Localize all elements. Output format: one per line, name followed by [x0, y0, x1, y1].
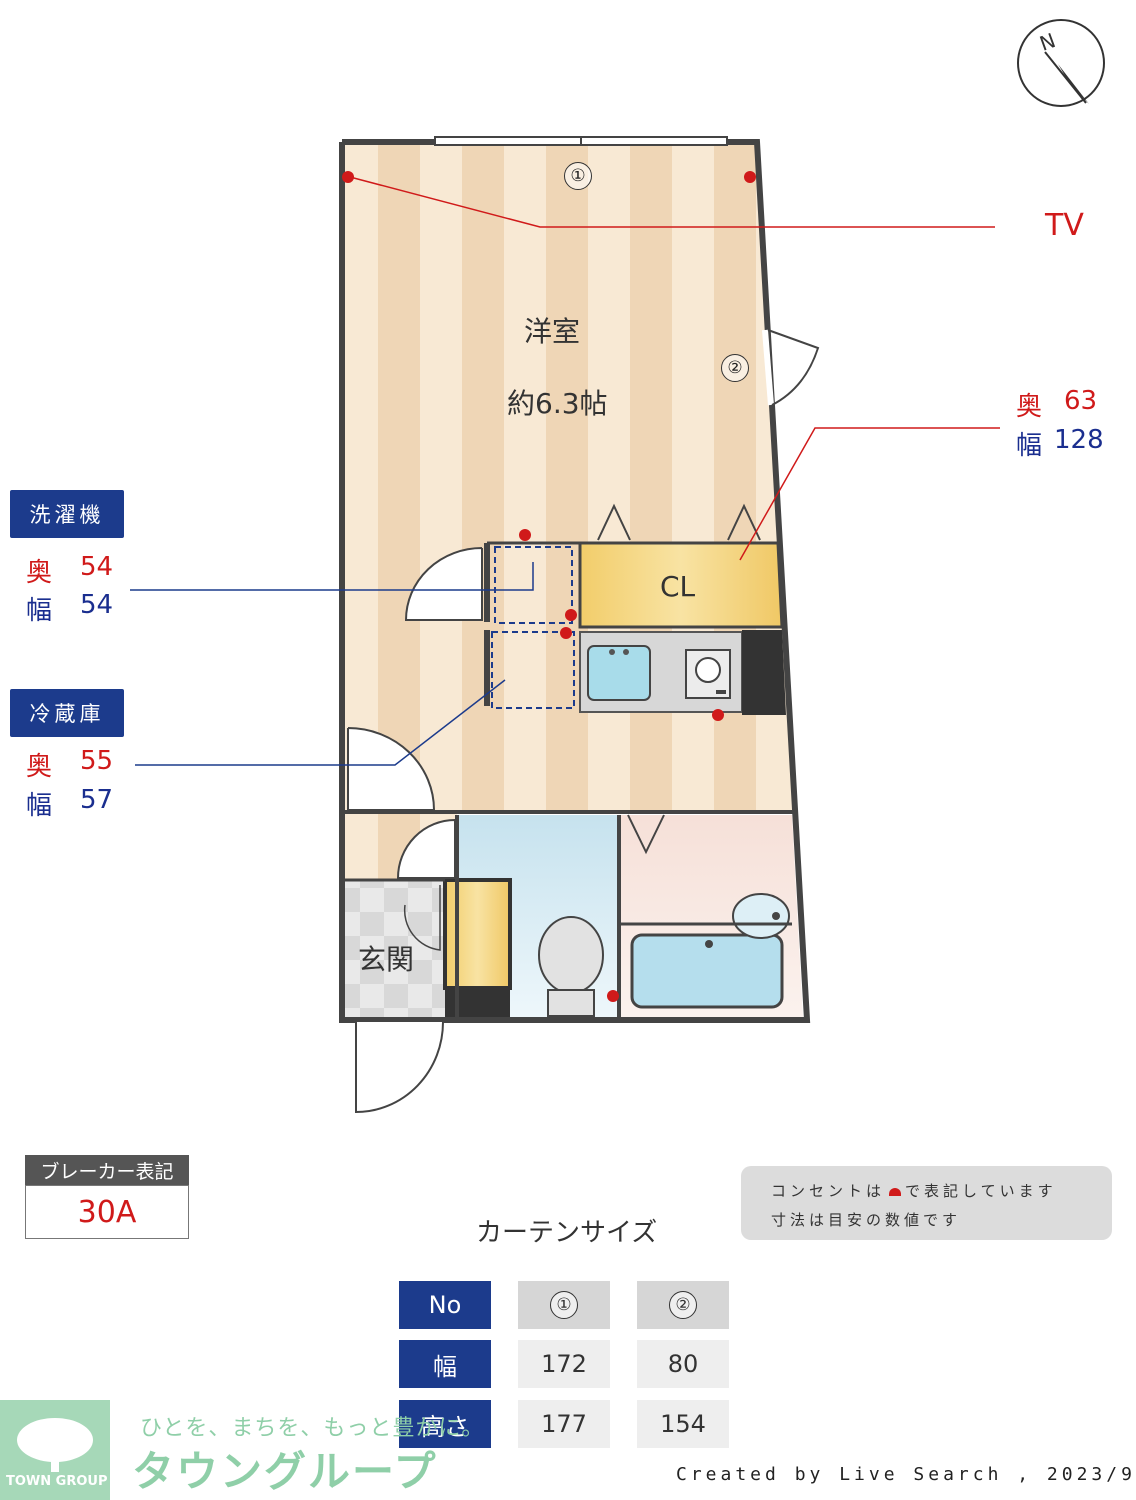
- curtain-width-1: 172: [518, 1340, 610, 1388]
- compass-arrow: [1058, 64, 1089, 104]
- closet-depth: 奥 63: [1016, 386, 1098, 422]
- washer-leader: [130, 562, 534, 591]
- washbasin: [732, 893, 790, 939]
- note-line-2: 寸法は目安の数値です: [771, 1211, 962, 1229]
- hall-door-swing: [347, 727, 436, 811]
- curtain-height-1: 177: [518, 1400, 610, 1448]
- curtain-height-2: 154: [637, 1400, 729, 1448]
- curtain-width-2: 80: [637, 1340, 729, 1388]
- note-line-1: コンセントはで表記しています: [771, 1182, 1057, 1200]
- company-slogan: ひとを、まちを、もっと豊かに。: [140, 1416, 485, 1441]
- tv-label: TV: [1045, 208, 1084, 243]
- washer-width: 幅 54: [26, 590, 114, 626]
- washer-door-swing: [404, 547, 483, 621]
- closet-label: CL: [660, 570, 696, 603]
- tv-leader: [349, 176, 995, 228]
- window-marker-2: ②: [721, 354, 749, 382]
- company-name: タウングループ: [132, 1447, 438, 1496]
- note-box: コンセントはで表記しています 寸法は目安の数値です: [741, 1166, 1112, 1240]
- breaker-value: 30A: [25, 1185, 189, 1239]
- fridge-column: [742, 630, 786, 715]
- closet-width: 幅 128: [1016, 425, 1104, 461]
- window-marker-1: ①: [564, 162, 592, 190]
- curtain-row-width-label: 幅: [399, 1340, 491, 1388]
- wash-door-swing: [396, 819, 456, 879]
- breaker-title: ブレーカー表記: [25, 1155, 189, 1185]
- washer-space: [494, 546, 573, 624]
- curtain-header-2: ②: [637, 1281, 729, 1329]
- fridge-width: 幅 57: [26, 785, 114, 821]
- curtain-header-no: No: [399, 1281, 491, 1329]
- outlet-icon: [889, 1188, 902, 1196]
- washer-title: 洗濯機: [10, 490, 124, 538]
- fridge-space: [491, 631, 575, 709]
- compass: [1017, 19, 1105, 107]
- curtain-header-1: ①: [518, 1281, 610, 1329]
- western-room-size: 約6.3帖: [507, 387, 608, 420]
- fridge-title: 冷蔵庫: [10, 689, 124, 737]
- closet-leader: [739, 427, 1000, 561]
- washer-depth: 奥 54: [26, 552, 114, 588]
- fridge-depth: 奥 55: [26, 746, 114, 782]
- credit-text: Created by Live Search , 2023/9: [676, 1464, 1136, 1485]
- bathtub: [630, 933, 784, 1009]
- kitchen-sink: [587, 645, 651, 701]
- curtain-title: カーテンサイズ: [476, 1218, 658, 1248]
- entrance-label: 玄関: [358, 943, 415, 976]
- logo-text: TOWN GROUP: [6, 1474, 108, 1489]
- curtain-row-height-label: 高さ: [399, 1400, 491, 1448]
- western-room-name: 洋室: [524, 315, 581, 348]
- entrance-floor: [342, 880, 445, 1018]
- fridge-leader: [135, 679, 506, 766]
- toilet: [538, 916, 604, 994]
- outlets: [342, 171, 756, 1002]
- shoe-cabinet: [443, 878, 512, 990]
